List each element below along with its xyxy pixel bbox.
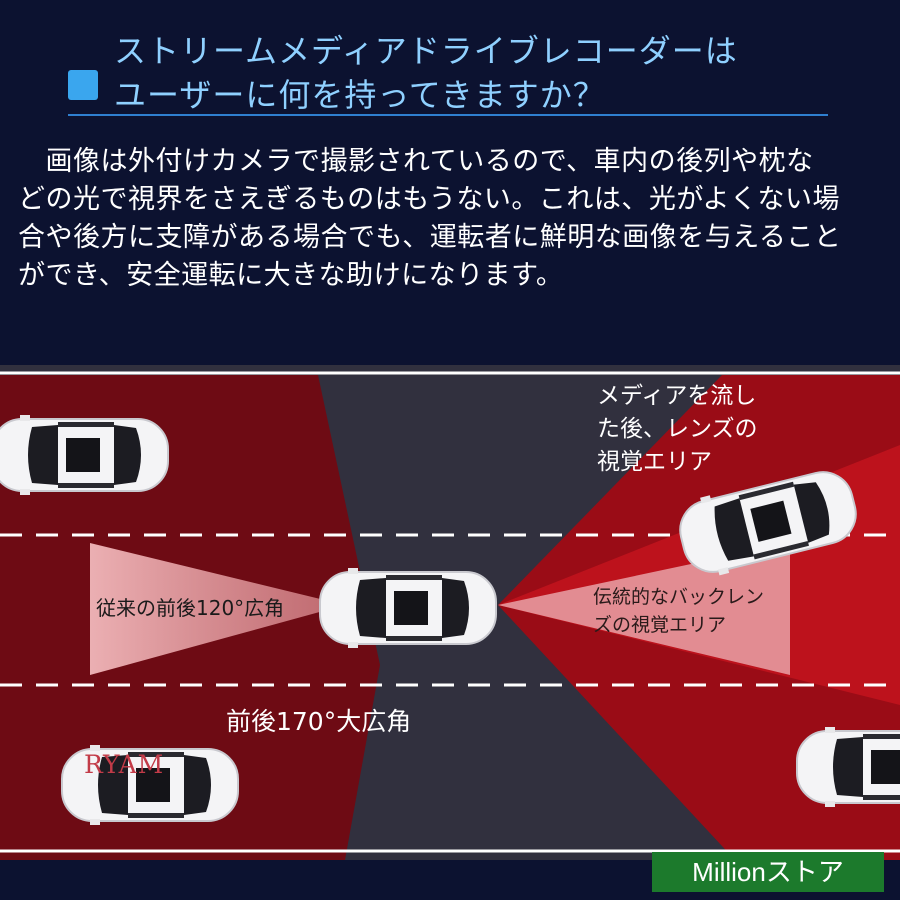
front-area-label: メディアを流し た後、レンズの 視覚エリア xyxy=(597,380,758,479)
wide-170-label: 前後170°大広角 xyxy=(226,707,412,736)
front-area-label-line: た後、レンズの xyxy=(597,416,758,442)
traditional-back-label-line: ズの視覚エリア xyxy=(593,614,727,636)
traditional-back-cone xyxy=(498,543,790,675)
watermark: RYAM xyxy=(84,750,165,779)
title-line-1: ストリームメディアドライブレコーダーは xyxy=(114,32,738,70)
description-line: どの光で視界をさえぎるものはもうない。これは、光がよくない場 xyxy=(18,184,841,215)
description-text: 画像は外付けカメラで撮影されているので、車内の後列や枕な どの光で視界をさえぎる… xyxy=(18,143,886,295)
store-badge: Millionストア xyxy=(652,852,884,892)
title-line-2: ユーザーに何を持ってきますか？ xyxy=(114,76,606,114)
front-area-label-line: メディアを流し xyxy=(597,383,757,409)
description-line: 合や後方に支障がある場合でも、運転者に鮮明な画像を与えること xyxy=(18,222,842,253)
road-diagram-svg xyxy=(0,371,900,860)
square-bullet-icon xyxy=(68,70,98,100)
traditional-back-label-line: 伝統的なバックレン xyxy=(593,586,765,608)
road-diagram xyxy=(0,365,900,860)
car-top-view-icon xyxy=(319,567,497,649)
description-line: ができ、安全運転に大きな助けになります。 xyxy=(18,260,564,291)
title-block: ストリームメディアドライブレコーダーは ユーザーに何を持ってきますか？ xyxy=(68,18,828,116)
car-top-view-icon xyxy=(0,414,169,496)
rear-120-label: 従来の前後120°広角 xyxy=(96,596,285,620)
front-area-label-line: 視覚エリア xyxy=(597,449,712,475)
rear-120-cone xyxy=(90,543,345,675)
car-top-view-icon xyxy=(796,726,900,808)
traditional-back-label: 伝統的なバックレン ズの視覚エリア xyxy=(593,583,764,639)
description-line: 画像は外付けカメラで撮影されているので、車内の後列や枕な xyxy=(18,146,814,177)
